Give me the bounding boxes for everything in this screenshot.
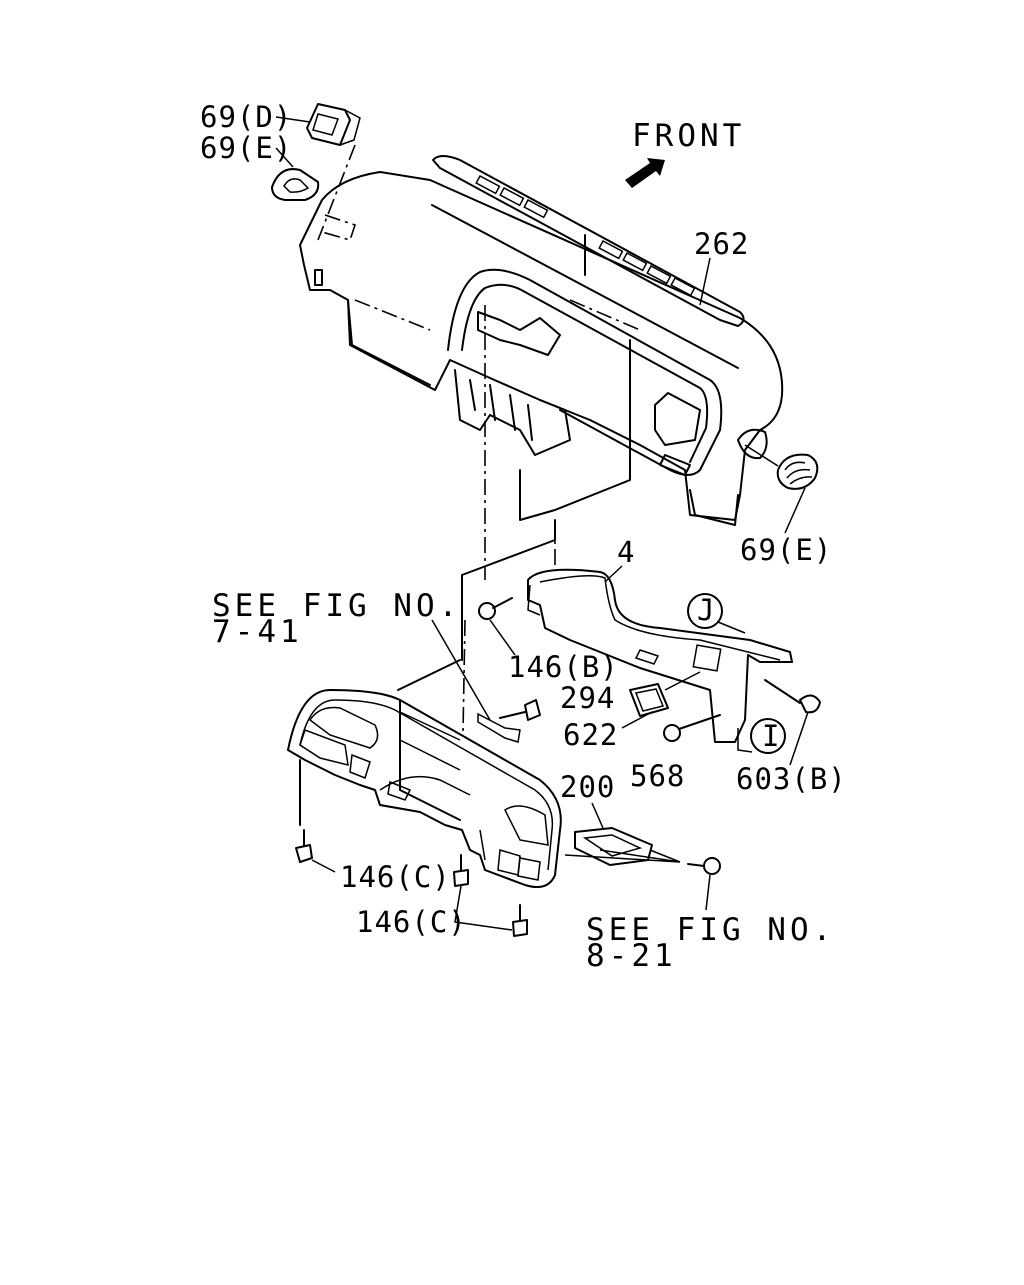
- ref-fig821-line1: SEE FIG NO.: [586, 912, 835, 948]
- callout-262: 262: [694, 227, 749, 261]
- callout-146b: 146(B): [508, 650, 619, 684]
- front-label: FRONT: [632, 118, 745, 154]
- vent-69e-right-part: [776, 453, 819, 490]
- leader-146c-bottom: [454, 885, 513, 931]
- leader-146b: [489, 619, 516, 656]
- callout-69e-top: 69(E): [200, 131, 292, 165]
- bracket-4-part: [527, 568, 793, 743]
- callout-4: 4: [617, 535, 635, 569]
- lower-trim-panel: [287, 659, 562, 888]
- ref-i-label: I: [762, 719, 780, 753]
- clip-568-part: [663, 714, 721, 742]
- front-arrow-icon: [625, 158, 665, 188]
- callout-568: 568: [630, 759, 685, 793]
- assembly-lines: [317, 144, 556, 791]
- screw-146c-mid-part: [453, 854, 469, 887]
- bezel-622-part: [629, 683, 669, 717]
- ref-circle-i: [737, 718, 786, 754]
- ref-fig741-line1: SEE FIG NO.: [212, 588, 461, 624]
- switch-69d-part: [306, 103, 361, 146]
- callout-69d: 69(D): [200, 100, 292, 134]
- callout-294: 294: [560, 681, 615, 715]
- ref-circle-j: [687, 593, 746, 634]
- leader-69e-right-b: [744, 444, 779, 467]
- ref-fig741-line2: 7-41: [212, 614, 303, 650]
- vent-69e-top-part: [271, 168, 320, 201]
- callout-69e-right: 69(E): [740, 533, 832, 567]
- leader-4: [604, 565, 623, 583]
- leader-200-arrows: [564, 849, 681, 863]
- screw-146c-left-part: [295, 829, 313, 863]
- leader-69e-right: [784, 487, 806, 534]
- leader-200: [591, 802, 604, 829]
- callout-146c-left: 146(C): [340, 860, 451, 894]
- instrument-panel-upper: [299, 155, 784, 526]
- leader-69e-top: [275, 147, 294, 168]
- leader-146c-left: [311, 859, 336, 873]
- screw-146b-part: [478, 597, 513, 620]
- leader-69d: [275, 116, 311, 123]
- screw-fig821-part: [687, 857, 721, 875]
- leader-fig741: [431, 619, 491, 721]
- ref-j-label: J: [697, 593, 715, 627]
- callout-146c-bottom: 146(C): [356, 905, 467, 939]
- callout-200: 200: [560, 770, 615, 804]
- clip-603b-part: [764, 679, 821, 714]
- screw-294-part: [499, 699, 541, 721]
- leader-fig821: [705, 874, 711, 911]
- leader-603b: [789, 711, 809, 766]
- leader-622: [621, 711, 653, 729]
- callout-603b: 603(B): [736, 762, 847, 796]
- leader-262: [699, 257, 711, 306]
- ref-fig821-line2: 8-21: [586, 938, 677, 974]
- callout-622: 622: [563, 718, 618, 752]
- leader-622-b: [664, 671, 701, 691]
- screw-146c-right-part: [512, 904, 528, 937]
